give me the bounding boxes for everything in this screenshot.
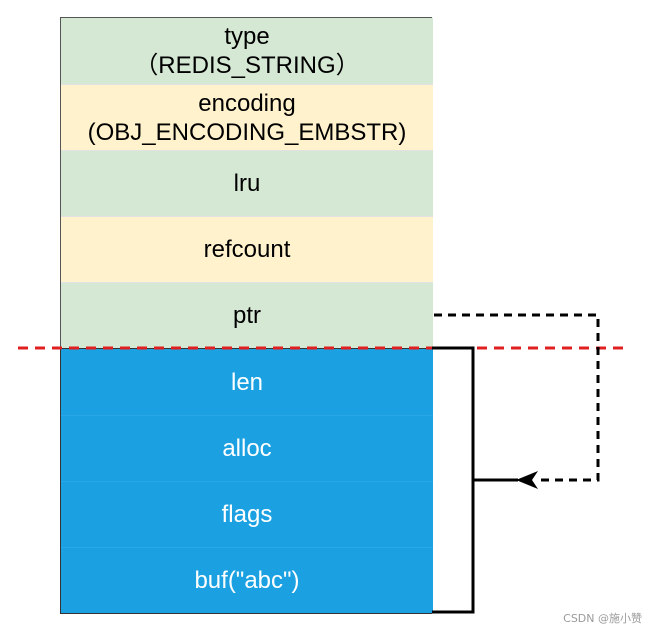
field-refcount-label: refcount — [203, 236, 291, 263]
field-encoding-value: (OBJ_ENCODING_EMBSTR) — [87, 118, 407, 146]
field-flags: flags — [61, 481, 433, 547]
memory-layout: type （REDIS_STRING） encoding (OBJ_ENCODI… — [60, 17, 433, 614]
field-len: len — [61, 349, 433, 415]
field-len-label: len — [230, 368, 264, 396]
field-type: type （REDIS_STRING） — [61, 18, 433, 84]
field-lru: lru — [61, 150, 433, 216]
field-buf-label: buf("abc") — [194, 567, 300, 594]
field-refcount: refcount — [61, 216, 433, 282]
field-lru-label: lru — [233, 170, 261, 197]
field-alloc: alloc — [61, 415, 433, 481]
sds-struct: len alloc flags buf("abc") — [60, 348, 433, 614]
field-ptr: ptr — [61, 282, 433, 348]
field-alloc-label: alloc — [222, 435, 272, 462]
field-buf: buf("abc") — [61, 547, 433, 613]
field-encoding-label: encoding — [198, 89, 296, 117]
field-ptr-label: ptr — [232, 302, 261, 329]
field-encoding: encoding (OBJ_ENCODING_EMBSTR) — [61, 84, 433, 150]
pointer-arrowhead-icon — [516, 471, 538, 489]
watermark: CSDN @施小赞 — [563, 612, 642, 625]
field-type-value: （REDIS_STRING） — [134, 52, 360, 79]
ptr-pointer-line — [434, 313, 600, 482]
field-type-label: type — [224, 23, 270, 50]
sds-bracket — [432, 346, 475, 614]
redis-object-struct: type （REDIS_STRING） encoding (OBJ_ENCODI… — [60, 17, 433, 348]
field-flags-label: flags — [221, 501, 273, 528]
